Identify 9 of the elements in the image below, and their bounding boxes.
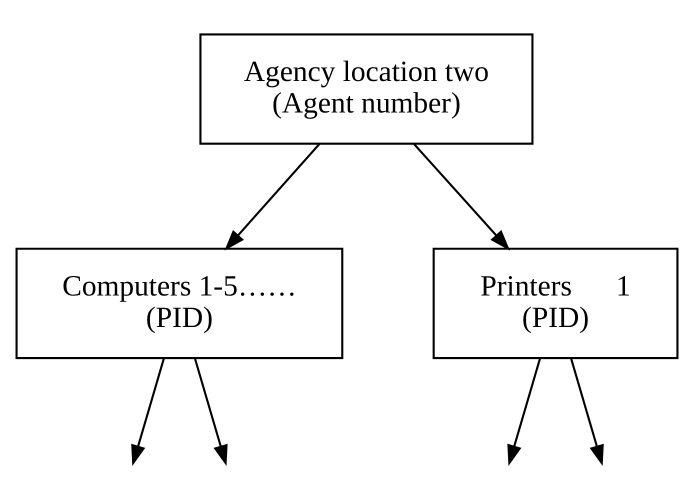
- arrow: [224, 143, 320, 251]
- arrow: [194, 358, 228, 466]
- node-box: Agency location two (Agent number): [199, 33, 534, 145]
- arrow: [131, 358, 165, 466]
- arrow: [507, 358, 541, 466]
- arrow: [570, 358, 604, 466]
- node-box: Printers 1 (PID): [432, 248, 678, 360]
- node-box: Computers 1-5…… (PID): [16, 248, 344, 360]
- arrow: [413, 143, 510, 251]
